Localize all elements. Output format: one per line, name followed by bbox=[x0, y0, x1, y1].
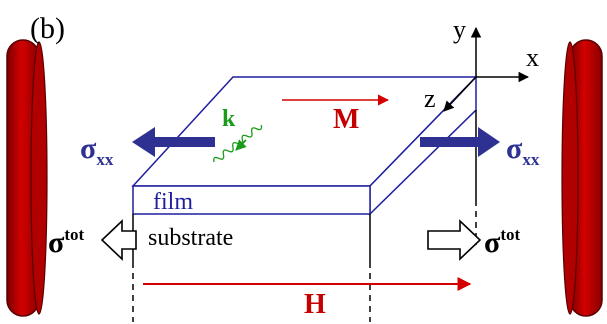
stress-left-symbol: σ bbox=[80, 132, 97, 165]
total-right-symbol: σ bbox=[484, 226, 501, 259]
film-front-face bbox=[132, 185, 371, 215]
stress-right-symbol: σ bbox=[506, 132, 523, 165]
film-label: film bbox=[153, 189, 193, 215]
total-stress-label-left: σtot bbox=[48, 225, 84, 259]
stress-label-right: σxx bbox=[506, 132, 540, 169]
total-stress-label-right: σtot bbox=[484, 225, 520, 259]
wave-vector-arrow bbox=[235, 139, 247, 151]
total-left-symbol: σ bbox=[48, 226, 65, 259]
total-stress-arrow-right bbox=[427, 219, 482, 261]
substrate-label: substrate bbox=[148, 225, 233, 251]
panel-label: (b) bbox=[30, 12, 65, 45]
total-left-superscript: tot bbox=[64, 225, 84, 244]
left-magnet bbox=[6, 39, 48, 317]
x-axis-label: x bbox=[526, 43, 539, 72]
wave-vector-label: k bbox=[222, 106, 236, 132]
magnetization-label: M bbox=[333, 104, 359, 135]
field-label: H bbox=[304, 289, 326, 320]
right-magnet bbox=[561, 39, 603, 317]
coordinate-axes: y x z bbox=[424, 15, 539, 113]
stress-arrow-right bbox=[420, 127, 500, 157]
z-axis-label: z bbox=[424, 84, 436, 113]
total-right-superscript: tot bbox=[500, 225, 520, 244]
z-axis-arrow bbox=[443, 76, 477, 112]
stress-right-subscript: xx bbox=[522, 150, 540, 169]
total-stress-arrow-left bbox=[100, 219, 137, 261]
y-axis-label: y bbox=[453, 15, 466, 44]
stress-label-left: σxx bbox=[80, 132, 114, 169]
stress-left-subscript: xx bbox=[96, 150, 114, 169]
stress-arrow-left bbox=[132, 127, 215, 157]
